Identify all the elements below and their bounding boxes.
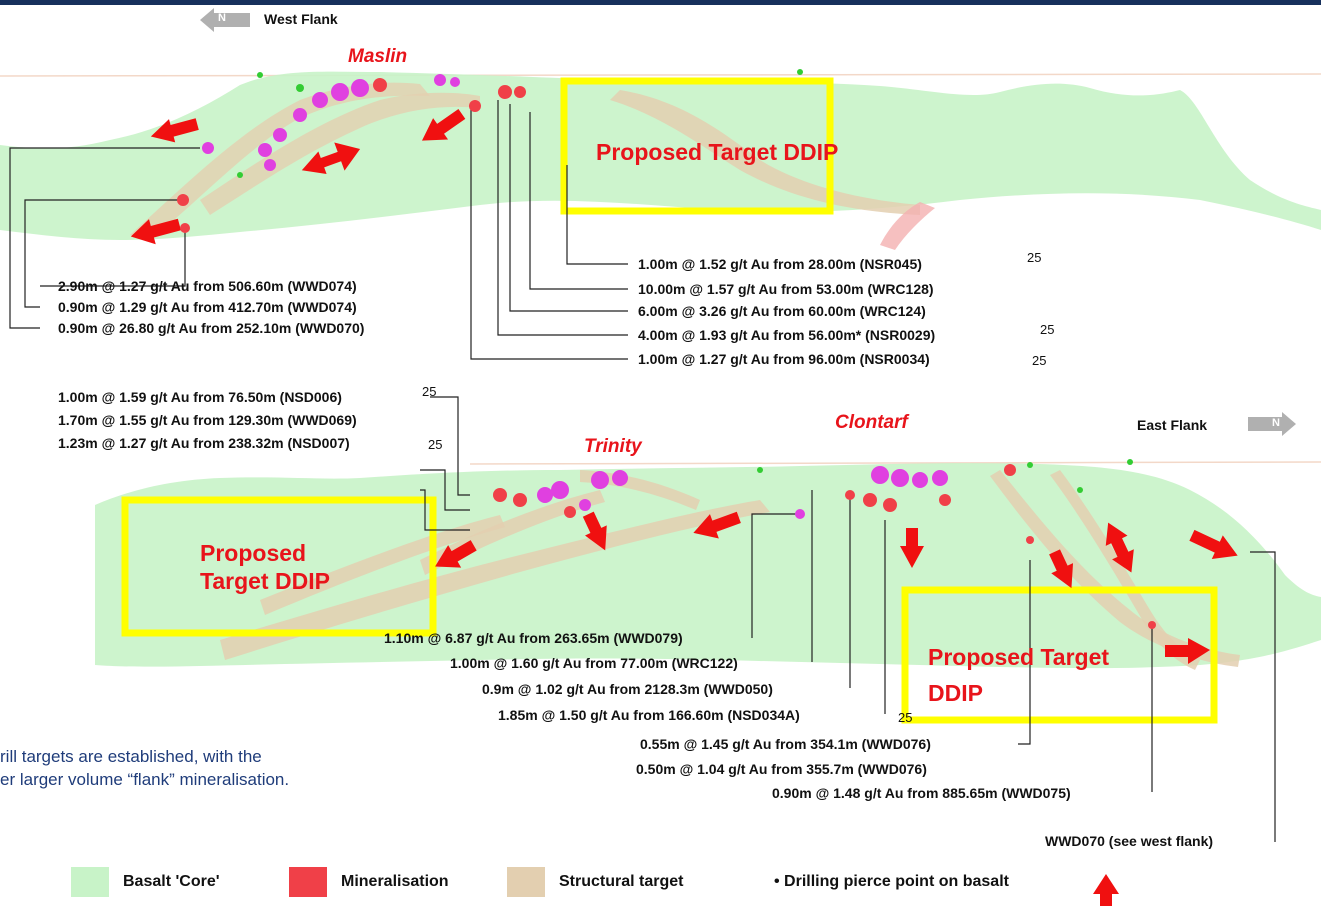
intercept-label: 1.00m @ 1.59 g/t Au from 76.50m (NSD006) bbox=[58, 389, 342, 405]
north-glyph-west: N bbox=[218, 12, 226, 24]
north-glyph-east: N bbox=[1272, 417, 1280, 429]
leader-lines-top-left bbox=[9, 147, 200, 329]
bottom-reference-line bbox=[469, 461, 1321, 465]
legend-structural: Structural target bbox=[507, 867, 683, 897]
west-flank-label: West Flank bbox=[264, 11, 338, 27]
structural-band-top-4 bbox=[880, 202, 935, 250]
superscript: 25 bbox=[1027, 250, 1042, 265]
place-maslin: Maslin bbox=[348, 46, 408, 67]
intercept-label: 1.00m @ 1.52 g/t Au from 28.00m (NSR045) bbox=[638, 256, 922, 272]
legend-label-structural: Structural target bbox=[559, 873, 684, 890]
target-label-bottom-left-2: Target DDIP bbox=[200, 568, 330, 594]
legend-swatch-structural bbox=[507, 867, 545, 897]
basalt-body-top bbox=[0, 71, 1321, 241]
pierce-points-top bbox=[177, 69, 803, 233]
intercept-label: 1.00m @ 1.27 g/t Au from 96.00m (NSR0034… bbox=[638, 351, 930, 367]
superscript: 25 bbox=[1032, 353, 1047, 368]
legend-label-basalt: Basalt 'Core' bbox=[123, 873, 220, 890]
target-label-top: Proposed Target DDIP bbox=[596, 139, 839, 165]
legend-swatch-basalt bbox=[71, 867, 109, 897]
intercept-label: 1.10m @ 6.87 g/t Au from 263.65m (WWD079… bbox=[384, 630, 683, 646]
intercept-label: 0.90m @ 1.48 g/t Au from 885.65m (WWD075… bbox=[772, 785, 1071, 801]
place-clontarf: Clontarf bbox=[835, 412, 908, 433]
superscript: 25 bbox=[422, 384, 437, 399]
intercept-label: 0.9m @ 1.02 g/t Au from 2128.3m (WWD050) bbox=[482, 681, 773, 697]
legend-label-mineralisation: Mineralisation bbox=[341, 873, 449, 890]
structural-band-top-3 bbox=[610, 90, 920, 215]
intercept-label: 0.50m @ 1.04 g/t Au from 355.7m (WWD076) bbox=[636, 761, 927, 777]
legend-mineralisation: Mineralisation bbox=[289, 867, 449, 897]
intercept-label: WWD070 (see west flank) bbox=[1045, 833, 1214, 849]
structural-band-bottom-6 bbox=[580, 470, 700, 510]
structural-band-bottom-4 bbox=[990, 470, 1240, 667]
intercept-label: 1.00m @ 1.60 g/t Au from 77.00m (WRC122) bbox=[450, 655, 738, 671]
superscript: 25 bbox=[898, 710, 913, 725]
superscript: 25 bbox=[428, 437, 443, 452]
intercept-label: 2.90m @ 1.27 g/t Au from 506.60m (WWD074… bbox=[58, 278, 357, 294]
top-reference-line bbox=[0, 73, 1321, 77]
red-arrows bbox=[130, 108, 1238, 664]
pierce-points-bottom bbox=[493, 459, 1156, 629]
target-label-bottom-left-1: Proposed bbox=[200, 540, 307, 566]
target-box-bottom-right bbox=[901, 586, 1218, 724]
east-flank-label: East Flank bbox=[1137, 417, 1208, 433]
target-box-top bbox=[560, 77, 834, 215]
intercept-label: 0.90m @ 1.29 g/t Au from 412.70m (WWD074… bbox=[58, 299, 357, 315]
legend-pierce: • Drilling pierce point on basalt bbox=[774, 873, 1009, 891]
structural-band-bottom-2 bbox=[260, 515, 505, 615]
legend-swatch-mineralisation bbox=[289, 867, 327, 897]
intercept-label: 6.00m @ 3.26 g/t Au from 60.00m (WRC124) bbox=[638, 303, 926, 319]
legend-label-pierce: • Drilling pierce point on basalt bbox=[774, 873, 1009, 890]
leader-lines-mid-left bbox=[420, 396, 470, 531]
structural-band-bottom-5 bbox=[1050, 470, 1200, 670]
basalt-body-bottom bbox=[95, 463, 1321, 669]
leader-lines-bottom bbox=[751, 490, 1276, 842]
intercept-label: 0.55m @ 1.45 g/t Au from 354.1m (WWD076) bbox=[640, 736, 931, 752]
north-arrow-west bbox=[200, 8, 250, 32]
note-line-1: rill targets are established, with the bbox=[0, 747, 262, 766]
intercept-label: 1.85m @ 1.50 g/t Au from 166.60m (NSD034… bbox=[498, 707, 800, 723]
legend-arrow-icon bbox=[1093, 874, 1119, 906]
north-arrow-east bbox=[1248, 412, 1296, 436]
structural-band-bottom-1 bbox=[220, 500, 770, 660]
intercept-label: 4.00m @ 1.93 g/t Au from 56.00m* (NSR002… bbox=[638, 327, 936, 343]
structural-band-top-2 bbox=[200, 92, 480, 215]
intercept-label: 1.70m @ 1.55 g/t Au from 129.30m (WWD069… bbox=[58, 412, 357, 428]
target-label-bottom-right-1: Proposed Target bbox=[928, 644, 1110, 670]
intercept-label: 1.23m @ 1.27 g/t Au from 238.32m (NSD007… bbox=[58, 435, 350, 451]
place-trinity: Trinity bbox=[584, 436, 642, 457]
top-banner bbox=[0, 0, 1321, 5]
intercept-label: 10.00m @ 1.57 g/t Au from 53.00m (WRC128… bbox=[638, 281, 934, 297]
legend-basalt: Basalt 'Core' bbox=[71, 867, 220, 897]
note-line-2: er larger volume “flank” mineralisation. bbox=[0, 770, 290, 789]
intercept-label: 0.90m @ 26.80 g/t Au from 252.10m (WWD07… bbox=[58, 320, 365, 336]
target-box-bottom-left bbox=[121, 496, 437, 637]
target-label-bottom-right-2: DDIP bbox=[928, 680, 983, 706]
leader-lines-top-right bbox=[470, 100, 628, 360]
superscript: 25 bbox=[1040, 322, 1055, 337]
